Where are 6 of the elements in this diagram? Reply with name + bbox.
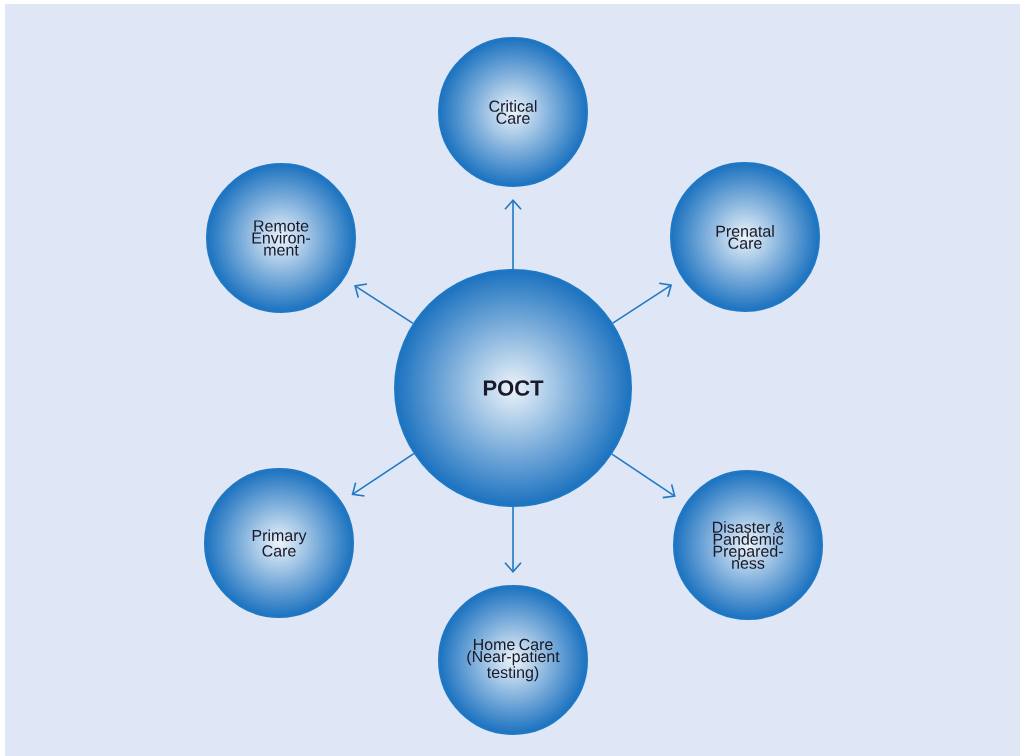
arrow — [504, 506, 522, 573]
arrow — [354, 283, 414, 325]
arrow — [504, 199, 522, 270]
arrow — [611, 282, 673, 324]
arrow — [351, 452, 415, 497]
arrow — [611, 453, 676, 499]
